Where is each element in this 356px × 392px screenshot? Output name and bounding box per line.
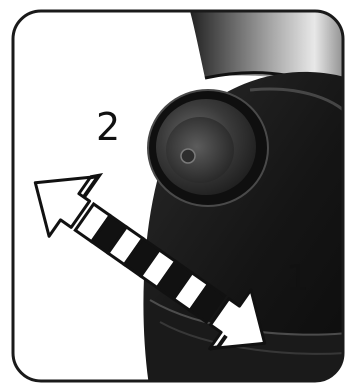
step-label-down: 1: [286, 258, 309, 299]
rotary-knob-icon: [148, 90, 268, 206]
step-label-up: 2: [96, 105, 120, 149]
